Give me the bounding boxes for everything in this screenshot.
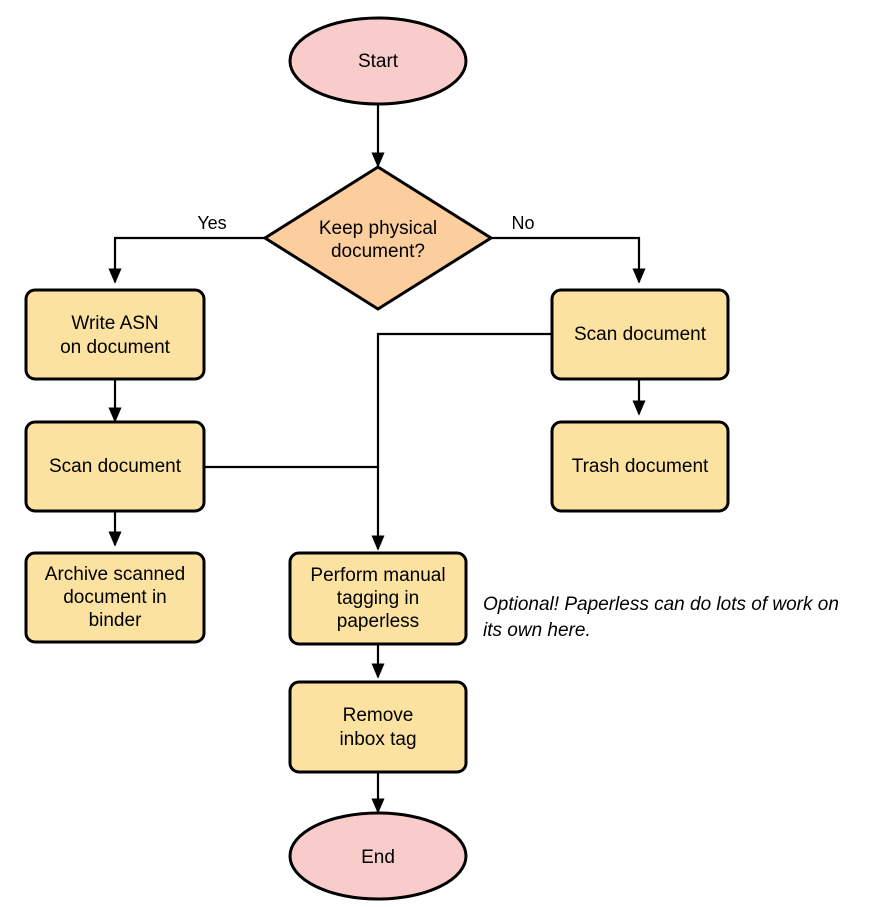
manual-tagging-label-line3: paperless — [337, 611, 419, 632]
node-remove-inbox-tag[interactable]: Remove inbox tag — [288, 680, 468, 774]
decision-diamond[interactable] — [262, 165, 494, 311]
end-ellipse[interactable] — [288, 811, 468, 901]
trash-document-label: Trash document — [572, 456, 709, 477]
edges-layer — [108, 104, 646, 814]
edge-scan-right-to-manual-tagging — [371, 332, 552, 551]
archive-label-line3: binder — [89, 610, 142, 631]
manual-tagging-label-line2: tagging in — [337, 588, 419, 609]
node-start[interactable]: Start — [288, 16, 468, 106]
scan-document-left-label: Scan document — [49, 456, 182, 477]
annotation-line1: Optional! Paperless can do lots of work … — [483, 594, 839, 615]
node-scan-document-right[interactable]: Scan document — [550, 288, 730, 381]
write-asn-box[interactable] — [24, 288, 206, 381]
remove-inbox-label-line1: Remove — [343, 705, 414, 726]
annotation-line2: its own here. — [483, 620, 591, 641]
node-archive-scanned-document[interactable]: Archive scanned document in binder — [24, 551, 206, 644]
archive-label-line2: document in — [63, 587, 167, 608]
remove-inbox-tag-box[interactable] — [288, 680, 468, 774]
node-scan-document-left[interactable]: Scan document — [24, 420, 206, 513]
scan-document-left-box[interactable] — [24, 420, 206, 513]
manual-tagging-box[interactable] — [288, 551, 468, 646]
archive-label-line1: Archive scanned — [45, 564, 185, 585]
node-perform-manual-tagging[interactable]: Perform manual tagging in paperless — [288, 551, 468, 646]
start-label: Start — [358, 51, 399, 72]
annotation-optional-paperless: Optional! Paperless can do lots of work … — [483, 594, 839, 641]
trash-document-box[interactable] — [550, 420, 730, 513]
decision-label-line2: document? — [331, 241, 425, 262]
decision-label-line1: Keep physical — [319, 218, 437, 239]
write-asn-label-line2: on document — [60, 337, 171, 358]
node-trash-document[interactable]: Trash document — [550, 420, 730, 513]
manual-tagging-label-line1: Perform manual — [310, 565, 445, 586]
edge-label-yes: Yes — [197, 213, 226, 233]
start-ellipse[interactable] — [288, 16, 468, 106]
remove-inbox-label-line2: inbox tag — [339, 729, 416, 750]
scan-document-right-box[interactable] — [550, 288, 730, 381]
end-label: End — [361, 847, 395, 868]
node-end[interactable]: End — [288, 811, 468, 901]
scan-document-right-label: Scan document — [574, 324, 707, 345]
edge-decision-yes-to-write-asn — [108, 236, 265, 284]
archive-box[interactable] — [24, 551, 206, 644]
edge-labels-layer: Yes No — [197, 213, 534, 233]
node-write-asn[interactable]: Write ASN on document — [24, 288, 206, 381]
node-decision-keep-physical-document[interactable]: Keep physical document? — [262, 165, 494, 311]
edge-label-no: No — [511, 213, 534, 233]
edge-decision-no-to-scan-right — [491, 236, 646, 284]
write-asn-label-line1: Write ASN — [71, 313, 158, 334]
